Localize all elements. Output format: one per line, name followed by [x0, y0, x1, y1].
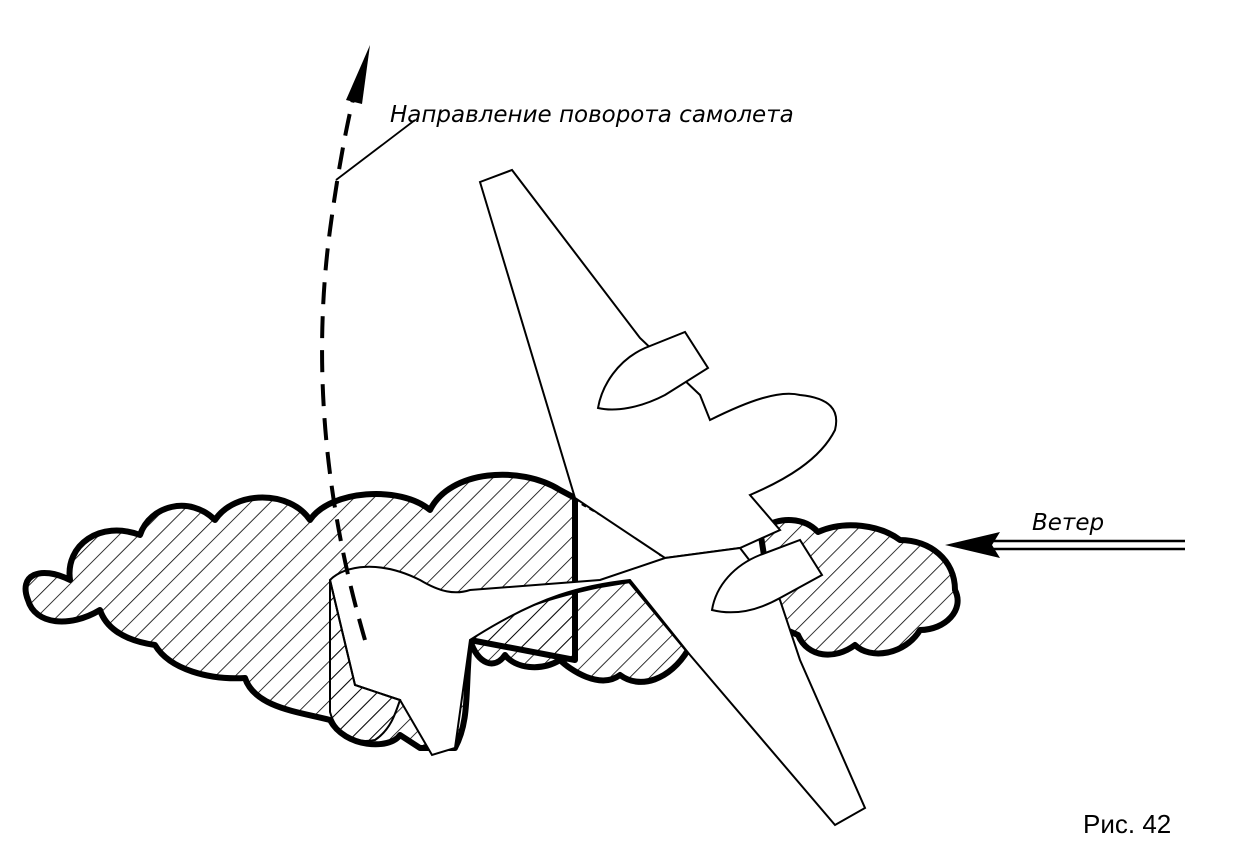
wind-arrow: [945, 532, 1185, 558]
turn-direction-arrow: [320, 45, 370, 641]
figure-caption: Рис. 42: [1083, 809, 1171, 839]
turn-direction-leader: [335, 119, 416, 181]
lower-engine-nacelle: [710, 538, 824, 614]
turn-direction-label: Направление поворота самолета: [390, 102, 794, 128]
wind-label: Ветер: [1032, 510, 1104, 536]
upper-engine-nacelle: [596, 330, 710, 411]
tail-section: [329, 579, 402, 742]
